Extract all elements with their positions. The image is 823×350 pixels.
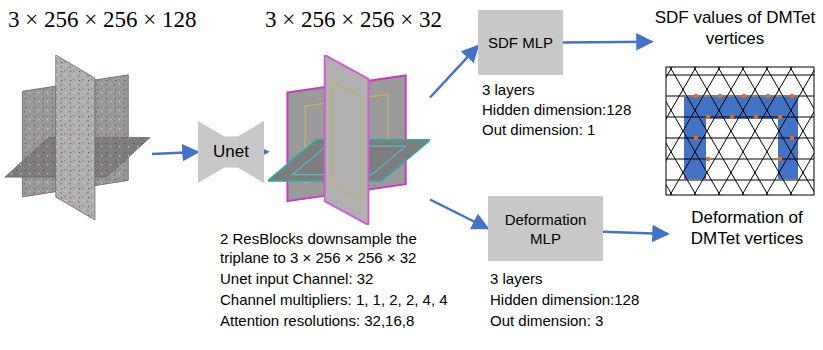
- process-box: Deformation MLP: [488, 196, 603, 261]
- process-box: SDF MLP: [478, 10, 563, 75]
- node-label: SDF MLP: [482, 33, 559, 52]
- note-text: Hidden dimension:128: [482, 100, 631, 119]
- note-text: Channel multipliers: 1, 1, 2, 2, 4, 4: [220, 290, 448, 309]
- note-text: Attention resolutions: 32,16,8: [220, 311, 414, 330]
- node-label: Unet: [198, 121, 264, 183]
- output-text: Deformation of DMTet vertices: [668, 207, 823, 261]
- mesh-grid: SDF values of DMTet vertices: [652, 5, 818, 198]
- flow-arrow: [264, 151, 268, 154]
- flow-arrow: [430, 200, 488, 229]
- note-text: Out dimension: 3: [490, 311, 603, 330]
- triplane-illustration: [5, 55, 150, 220]
- note-text: 3 layers: [482, 80, 535, 99]
- triplane-figure: 3 × 256 × 256 × 128: [5, 55, 150, 220]
- unet-block: Unet: [198, 121, 264, 183]
- node-label: Deformation MLP: [488, 210, 603, 248]
- note-text: Unet input Channel: 32: [220, 269, 373, 288]
- node-label: SDF values of DMTet vertices: [652, 5, 818, 49]
- node-label: 3 × 256 × 256 × 128: [8, 7, 196, 33]
- triplane-figure: 3 × 256 × 256 × 32: [268, 55, 430, 225]
- note-text: 3 layers: [490, 269, 543, 288]
- flow-arrow: [563, 40, 652, 43]
- node-label: Deformation of DMTet vertices: [668, 207, 823, 249]
- flow-arrow: [603, 232, 668, 234]
- flow-arrow: [152, 152, 198, 154]
- note-text: Out dimension: 1: [482, 120, 595, 139]
- triplane-illustration: [268, 55, 430, 225]
- flow-arrow: [430, 46, 478, 98]
- note-text: 2 ResBlocks downsample the triplane to 3…: [220, 229, 435, 267]
- note-text: Hidden dimension:128: [490, 290, 639, 309]
- node-label: 3 × 256 × 256 × 32: [265, 7, 442, 33]
